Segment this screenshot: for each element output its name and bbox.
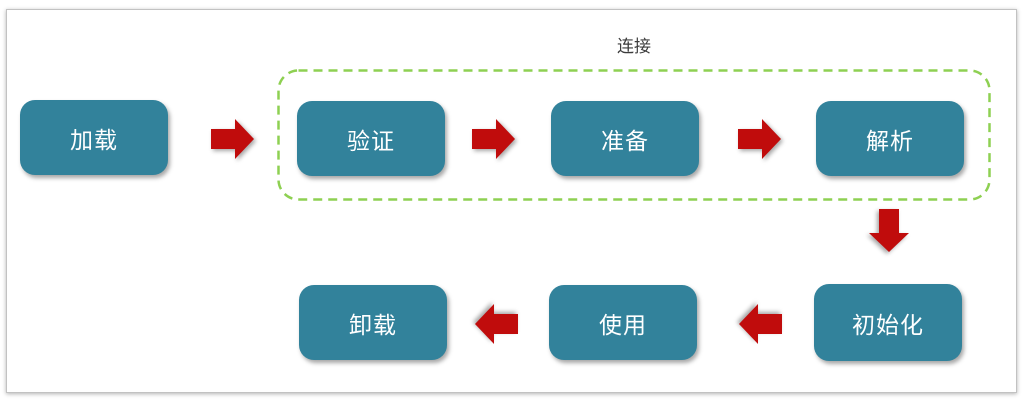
group-label-link: 连接 (617, 37, 651, 57)
arrow-down-icon (867, 209, 911, 253)
arrow-right-icon (472, 117, 516, 161)
node-unload: 卸载 (299, 285, 447, 360)
node-resolve: 解析 (816, 101, 964, 176)
slide-page: 连接 加载 验证 准备 解析 初始化 使用 卸载 (6, 9, 1017, 393)
node-verify: 验证 (297, 101, 445, 176)
node-initialize: 初始化 (814, 284, 962, 361)
arrow-right-icon (738, 117, 782, 161)
node-load: 加载 (20, 100, 168, 175)
arrow-left-icon (474, 302, 518, 346)
arrow-right-icon (211, 117, 255, 161)
node-use: 使用 (549, 285, 697, 360)
arrow-left-icon (738, 302, 782, 346)
node-prepare: 准备 (551, 101, 699, 176)
